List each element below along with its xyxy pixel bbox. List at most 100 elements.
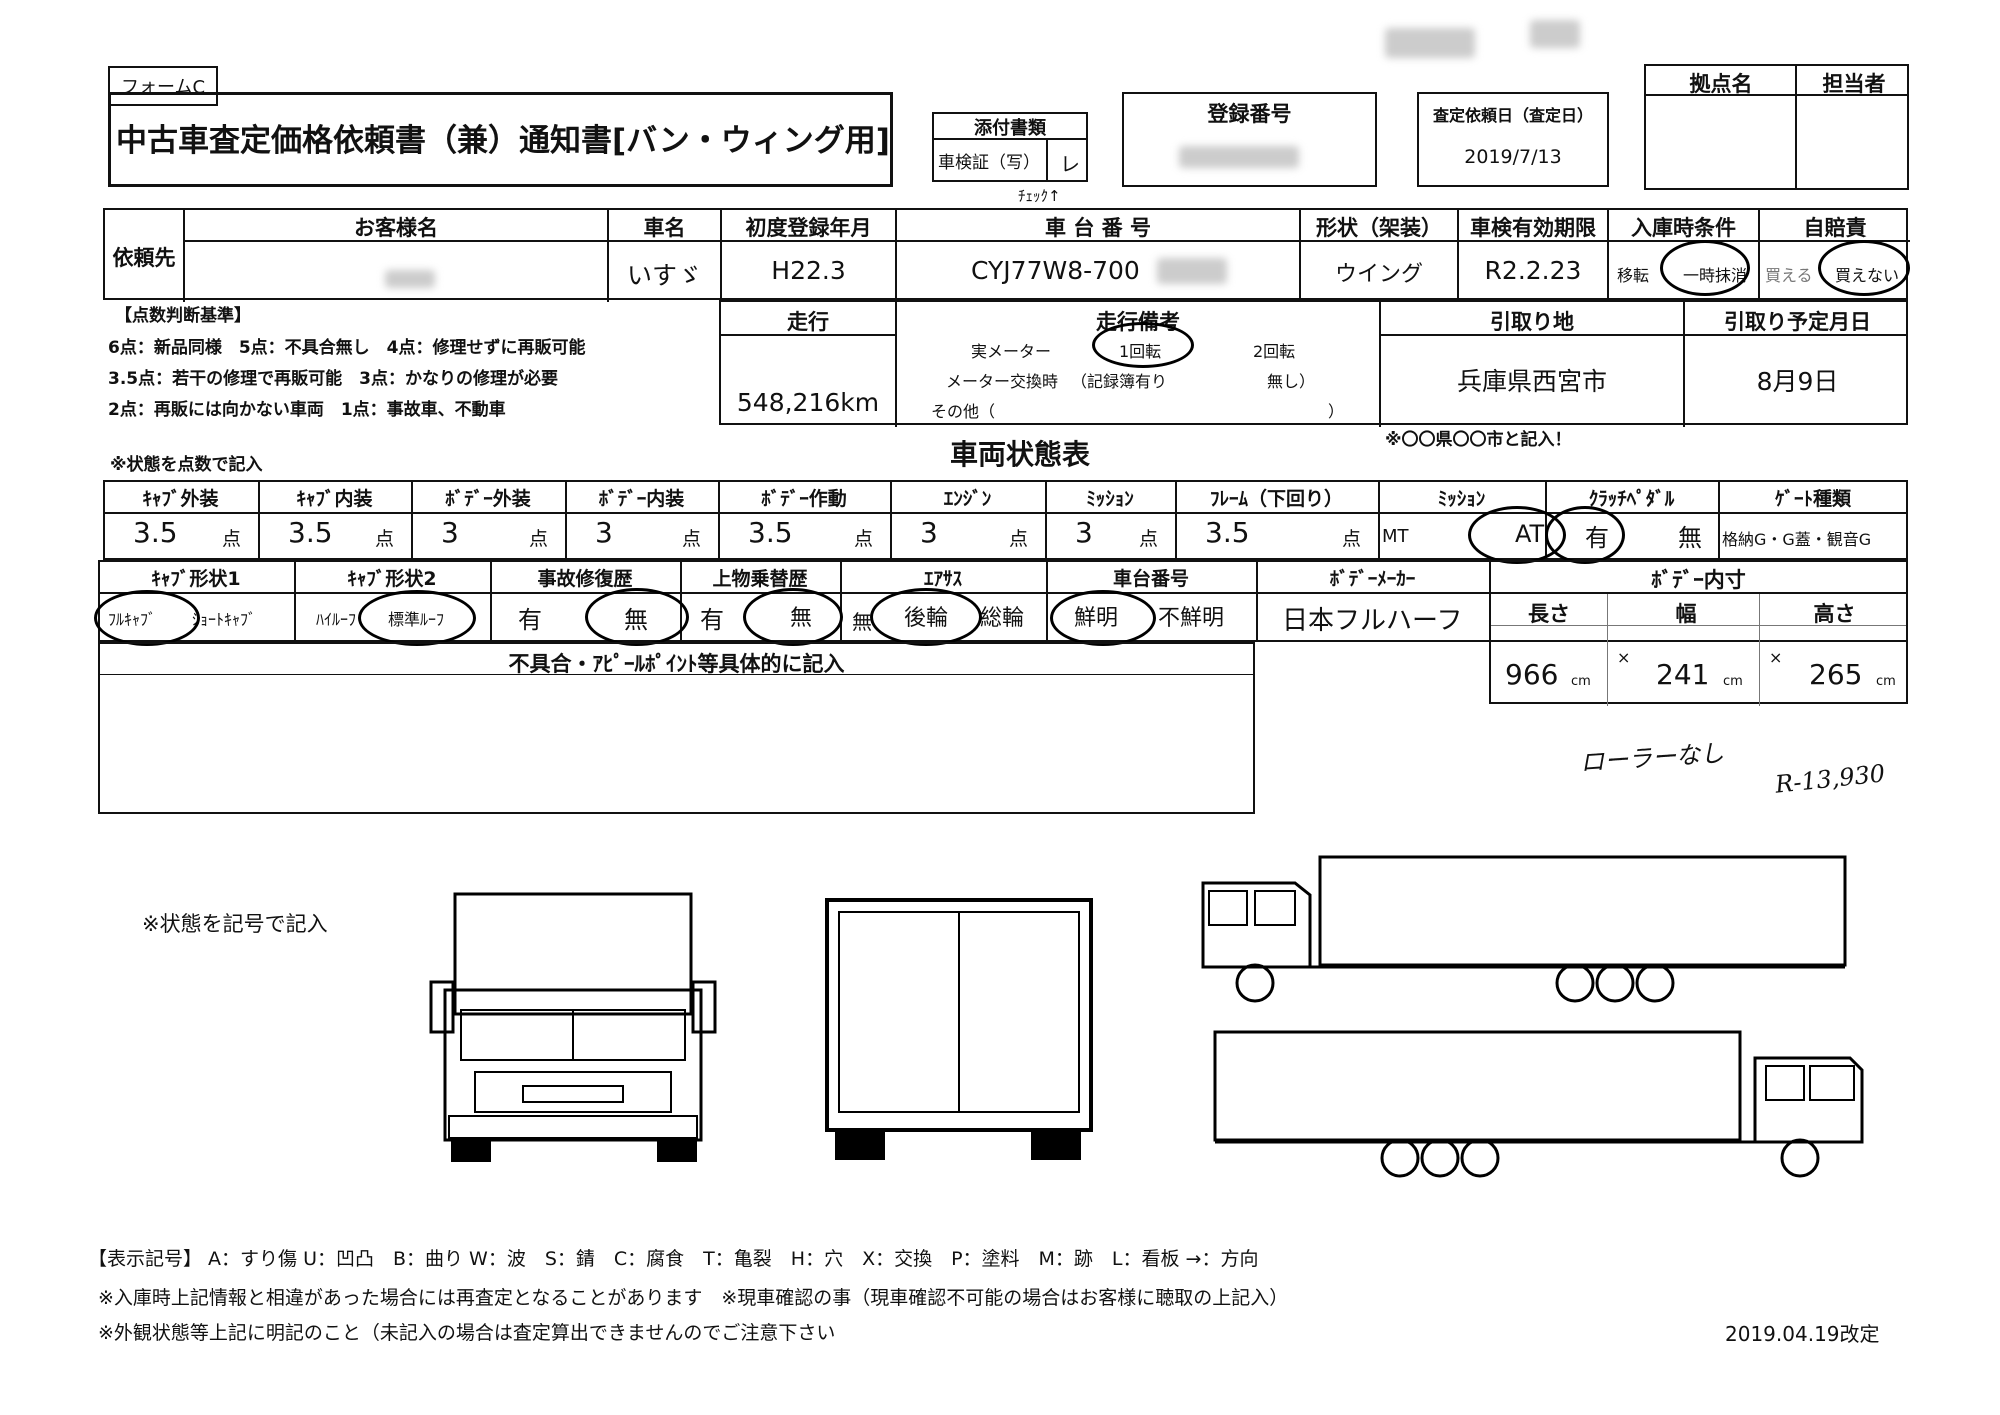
condition-header: ﾌﾚｰﾑ（下回り） <box>1209 488 1343 510</box>
mileage-value: 548,216km <box>736 388 880 417</box>
width-value: 241 <box>1656 658 1710 691</box>
width-unit: cm <box>1723 674 1743 689</box>
car-name: いすゞ <box>626 261 702 290</box>
main-info-table: 依頼先 お客様名 車名 いすゞ 初度登録年月 H22.3 車 台 番 号 CYJ… <box>103 208 1910 302</box>
condition-score: 3 <box>1075 516 1093 549</box>
defects-box: 不具合・ｱﾋﾟｰﾙﾎﾟｲﾝﾄ等具体的に記入 <box>98 642 1255 814</box>
condition-score: 3 <box>920 516 938 549</box>
condition-header: ｷｬﾌﾞ内装 <box>296 488 373 510</box>
divider <box>890 480 892 560</box>
divider <box>607 210 609 302</box>
condition-header: ﾐｯｼｮﾝ <box>1437 488 1486 510</box>
condition-header: ﾎﾞﾃﾞｰ作動 <box>761 488 847 510</box>
request-date-header: 査定依頼日（査定日） <box>1432 106 1593 125</box>
divider <box>1683 302 1685 427</box>
score-unit: 点 <box>1009 528 1029 550</box>
footer-note-1: ※入庫時上記情報と相違があった場合には再査定となることがあります ※現車確認の事… <box>98 1287 1289 1309</box>
divider <box>1256 560 1258 642</box>
divider <box>258 480 260 560</box>
branch-staff-box: 拠点名 担当者 <box>1644 64 1909 190</box>
entry-circle <box>1660 240 1750 296</box>
row2-option: 有 <box>518 606 542 634</box>
divider <box>1457 210 1459 302</box>
handwritten-note-1: ローラーなし <box>1579 739 1725 777</box>
length-value: 966 <box>1505 658 1559 691</box>
car-name-header: 車名 <box>643 216 686 240</box>
diagram-note: ※状態を記号で記入 <box>142 912 328 936</box>
accident-circle <box>585 588 689 646</box>
truck-side-right-diagram <box>1213 1030 1864 1178</box>
divider <box>183 210 185 302</box>
remarks-row2-label: メーター交換時 <box>946 372 1059 391</box>
requester-label: 依頼先 <box>112 246 176 270</box>
divider <box>895 210 897 302</box>
criteria-title: 【点数判断基準】 <box>115 306 251 326</box>
divider <box>1378 480 1380 560</box>
clutch-circle <box>1545 506 1625 564</box>
branch-staff-divider <box>1795 66 1797 188</box>
request-date-value: 2019/7/13 <box>1464 146 1562 168</box>
customer-header: お客様名 <box>354 216 438 240</box>
divider <box>490 560 492 642</box>
row2-header: 上物乗替歴 <box>712 568 808 590</box>
attach-header: 添付書類 <box>934 114 1086 140</box>
header-hline <box>105 512 1906 514</box>
divider <box>1758 210 1760 302</box>
revision-date: 2019.04.19改定 <box>1725 1322 1880 1346</box>
branch-header: 拠点名 <box>1689 72 1753 96</box>
pickup-date: 8月9日 <box>1756 367 1839 396</box>
redacted-stamp <box>1385 28 1475 58</box>
times-1: × <box>1617 648 1631 667</box>
condition-score: 3.5 <box>748 516 793 549</box>
insurance-header: 自賠責 <box>1803 216 1867 240</box>
row2-option: 無 <box>852 610 872 634</box>
remarks-row2-opt2: 無し） <box>1267 372 1316 391</box>
footer-note-2: ※外観状態等上記に明記のこと（未記入の場合は査定算出できませんのでご注意下さい <box>98 1322 836 1344</box>
divider <box>565 480 567 560</box>
criteria-line3: 2点：再販には向かない車両 1点：事故車、不動車 <box>108 400 506 420</box>
score-unit: 点 <box>1342 528 1362 550</box>
divider <box>1718 480 1720 560</box>
first-reg: H22.3 <box>771 256 846 285</box>
divider <box>718 480 720 560</box>
row2-option: 有 <box>700 606 724 634</box>
score-unit: 点 <box>854 528 874 550</box>
condition-header: ﾎﾞﾃﾞｰ外装 <box>445 488 531 510</box>
condition-score: 3.5 <box>1205 516 1250 549</box>
remarks-row3-label: その他（ <box>931 402 996 421</box>
header-hline <box>100 592 1906 594</box>
customer-redacted <box>385 270 435 288</box>
footer-legend: 【表示記号】 A：すり傷 U：凹凸 B：曲り W：波 S：錆 C：腐食 T：亀裂… <box>88 1248 1259 1270</box>
row2-option: ｼｮｰﾄｷｬﾌﾞ <box>192 610 257 629</box>
score-unit: 点 <box>222 528 242 550</box>
defects-header: 不具合・ｱﾋﾟｰﾙﾎﾟｲﾝﾄ等具体的に記入 <box>508 652 845 676</box>
mission-mt: MT <box>1382 526 1409 547</box>
score-unit: 点 <box>1139 528 1159 550</box>
ins-circle <box>1818 240 1910 296</box>
row2-option: 総輪 <box>980 606 1025 631</box>
reg-number-redacted <box>1179 146 1299 168</box>
row2-option: ﾊｲﾙｰﾌ <box>316 610 357 629</box>
condition-header: ｹﾞｰﾄ種類 <box>1774 488 1851 510</box>
condition-score: 3.5 <box>288 516 333 549</box>
score-unit: 点 <box>682 528 702 550</box>
criteria-line1: 6点：新品同様 5点：不具合無し 4点：修理せずに再販可能 <box>108 338 586 358</box>
divider <box>720 210 722 302</box>
reg-number-header: 登録番号 <box>1207 102 1292 126</box>
truck-side-left-diagram <box>1201 855 1847 1003</box>
length-header: 長さ <box>1528 602 1570 626</box>
row2-header: 事故修復歴 <box>537 568 633 590</box>
divider <box>1379 302 1381 427</box>
divider <box>1759 594 1760 706</box>
first-reg-header: 初度登録年月 <box>745 216 872 240</box>
condition-title: 車両状態表 <box>950 438 1091 471</box>
request-date-box: 査定依頼日（査定日） 2019/7/13 <box>1417 92 1609 187</box>
condition-score: 3 <box>441 516 459 549</box>
attach-box: 添付書類 車検証（写） レ <box>932 112 1088 182</box>
condition-table <box>103 480 1908 560</box>
inner-dim-box: ﾎﾞﾃﾞｰ内寸 長さ 幅 高さ 966 cm × 241 cm × 265 cm <box>1489 560 1908 706</box>
page-title: 中古車査定価格依頼書（兼）通知書[バン・ウィング用] <box>116 123 890 159</box>
inspection-date: R2.2.23 <box>1484 256 1582 285</box>
header-hline <box>1491 592 1906 594</box>
divider <box>895 302 897 427</box>
